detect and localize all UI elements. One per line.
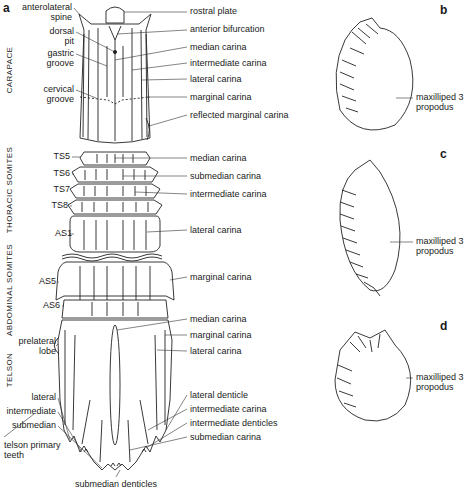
part-label: gastric groove: [34, 48, 74, 68]
part-label: submedian carina: [190, 171, 261, 181]
part-label: AS6: [43, 300, 60, 310]
panel-letter: a: [3, 2, 10, 15]
panel-letter: c: [440, 148, 447, 161]
part-label: submedian: [12, 420, 56, 430]
propodus-outline: [340, 160, 400, 291]
part-label: TS5: [53, 151, 70, 161]
part-label: intermediate carina: [190, 58, 267, 68]
panel-letter: b: [440, 4, 447, 17]
setae-lines: [337, 334, 380, 407]
leader-line: [56, 282, 64, 346]
part-label: median carina: [190, 153, 247, 163]
part-label: median carina: [190, 314, 247, 324]
propodus-drawings: [335, 18, 413, 421]
part-label: maxilliped 3 propodus: [416, 372, 472, 392]
part-label: lateral carina: [190, 74, 242, 84]
setae-lines: [340, 190, 380, 296]
region-label: TELSON: [5, 353, 15, 387]
leader-line: [115, 12, 187, 126]
part-label: telson primary teeth: [4, 440, 62, 460]
part-label: submedian carina: [190, 432, 261, 442]
body-drawing: [54, 7, 174, 470]
abdominal-somite-outline: [70, 216, 160, 252]
region-label: ABDOMINAL SOMITES: [5, 244, 15, 336]
part-label: maxilliped 3 propodus: [416, 92, 472, 112]
part-label: reflected marginal carina: [190, 110, 289, 120]
break-mark: [62, 254, 162, 261]
part-label: prelateral lobe: [18, 336, 56, 356]
propodus-outline: [335, 330, 411, 421]
part-label: TS8: [51, 200, 68, 210]
part-label: TS7: [53, 184, 70, 194]
dorsal-pit-dot: [113, 50, 116, 53]
rostral-plate-shape: [106, 7, 124, 23]
leader-line: [116, 277, 187, 477]
panel-letter: d: [440, 320, 447, 333]
part-label: lateral denticle: [190, 390, 248, 400]
part-label: intermediate: [6, 406, 56, 416]
region-label: CARAPACE: [5, 47, 15, 94]
abdominal-carina-lines: [92, 302, 138, 316]
part-label: marginal carina: [190, 92, 252, 102]
abdominal-somite-outline: [62, 300, 168, 318]
part-label: cervical groove: [30, 84, 74, 104]
part-label: intermediate carina: [190, 404, 267, 414]
cervical-groove-line: [80, 97, 150, 104]
part-label: anterior bifurcation: [190, 24, 265, 34]
leader-lines: [4, 8, 413, 477]
part-label: median carina: [190, 42, 247, 52]
part-label: marginal carina: [190, 330, 252, 340]
abdominal-carina-lines: [84, 220, 146, 250]
part-label: AS1: [55, 228, 72, 238]
somite-outline: [70, 184, 160, 198]
leader-line: [70, 157, 81, 234]
part-label: dorsal pit: [42, 26, 74, 46]
carapace-outline: [79, 14, 151, 143]
median-carina-line: [109, 26, 121, 141]
part-label: AS5: [39, 276, 56, 286]
telson-carina-lines: [65, 330, 165, 462]
part-label: lateral: [31, 392, 56, 402]
part-label: maxilliped 3 propodus: [416, 236, 472, 256]
lateral-carina-line: [88, 30, 142, 139]
propodus-outline: [336, 18, 413, 130]
part-label: intermediate denticles: [190, 418, 278, 428]
intermediate-carina-line: [98, 28, 132, 141]
setae-lines: [340, 24, 378, 112]
leader-line: [115, 158, 187, 232]
telson-outline: [58, 320, 172, 470]
part-label: submedian denticles: [75, 479, 157, 489]
part-label: rostral plate: [190, 6, 237, 16]
leader-line: [74, 8, 113, 98]
part-label: marginal carina: [190, 272, 252, 282]
marginal-carina-line: [83, 34, 147, 137]
somite-carina-ticks: [82, 154, 148, 212]
telson-median-carina: [110, 325, 120, 445]
abdominal-somite-outline: [56, 262, 174, 300]
gastric-groove-line: [107, 46, 123, 97]
part-label: intermediate carina: [190, 189, 267, 199]
abdominal-carina-lines: [80, 266, 150, 300]
region-label: THORACIC SOMITES: [5, 147, 15, 233]
leader-line: [58, 398, 102, 468]
telson-denticles: [84, 449, 146, 466]
part-label: TS6: [53, 168, 70, 178]
part-label: anterolateral spine: [12, 2, 72, 22]
part-label: lateral carina: [190, 346, 242, 356]
leader-line: [390, 98, 413, 378]
part-label: lateral carina: [190, 225, 242, 235]
